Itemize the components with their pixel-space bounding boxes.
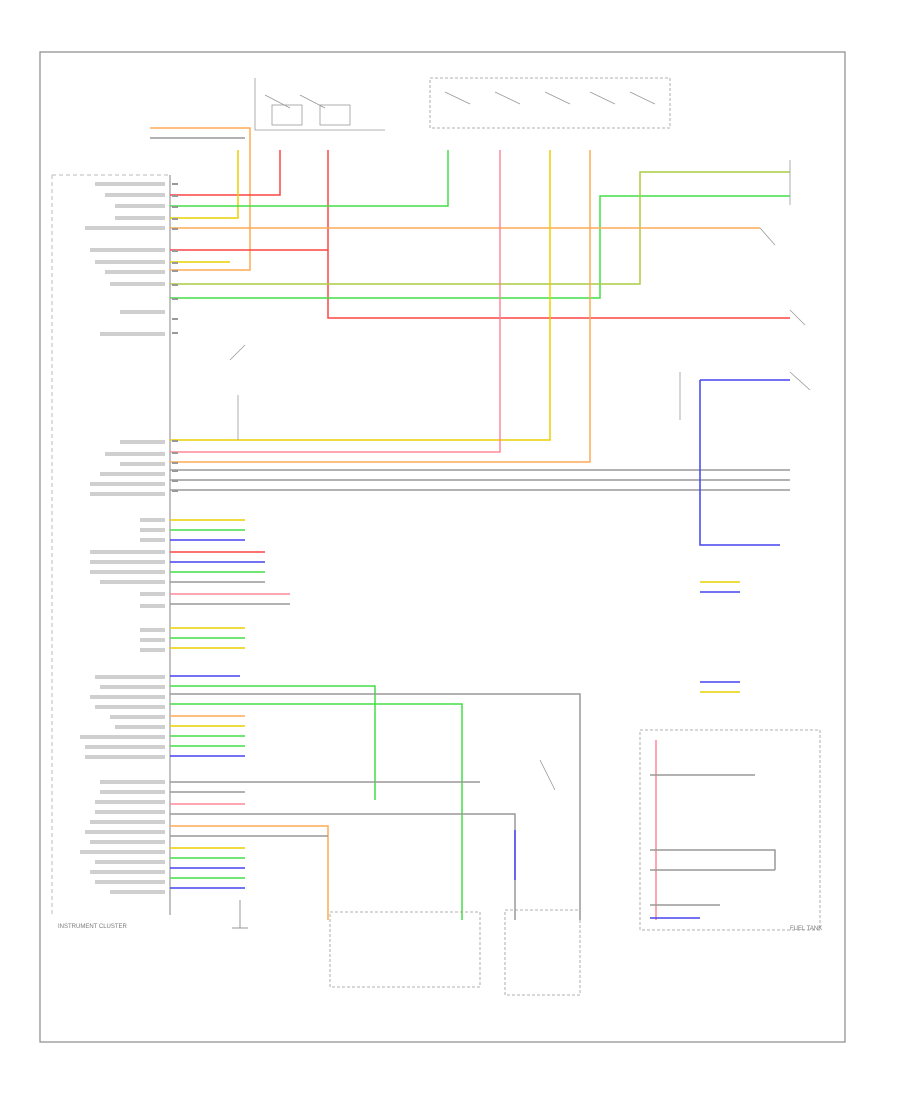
top-switch-group-left [254,78,385,131]
right-components [229,160,821,996]
ground-symbol [232,900,248,929]
top-relay-block [429,77,671,129]
cluster-pin-marks [172,183,178,492]
wire-harness [150,127,790,920]
cluster-terminal-labels [80,182,165,894]
instrument-cluster-label: INSTRUMENT CLUSTER [58,924,128,930]
diagram-frame [39,51,846,1043]
fuel-tank-label: FUEL TANK [790,926,822,932]
